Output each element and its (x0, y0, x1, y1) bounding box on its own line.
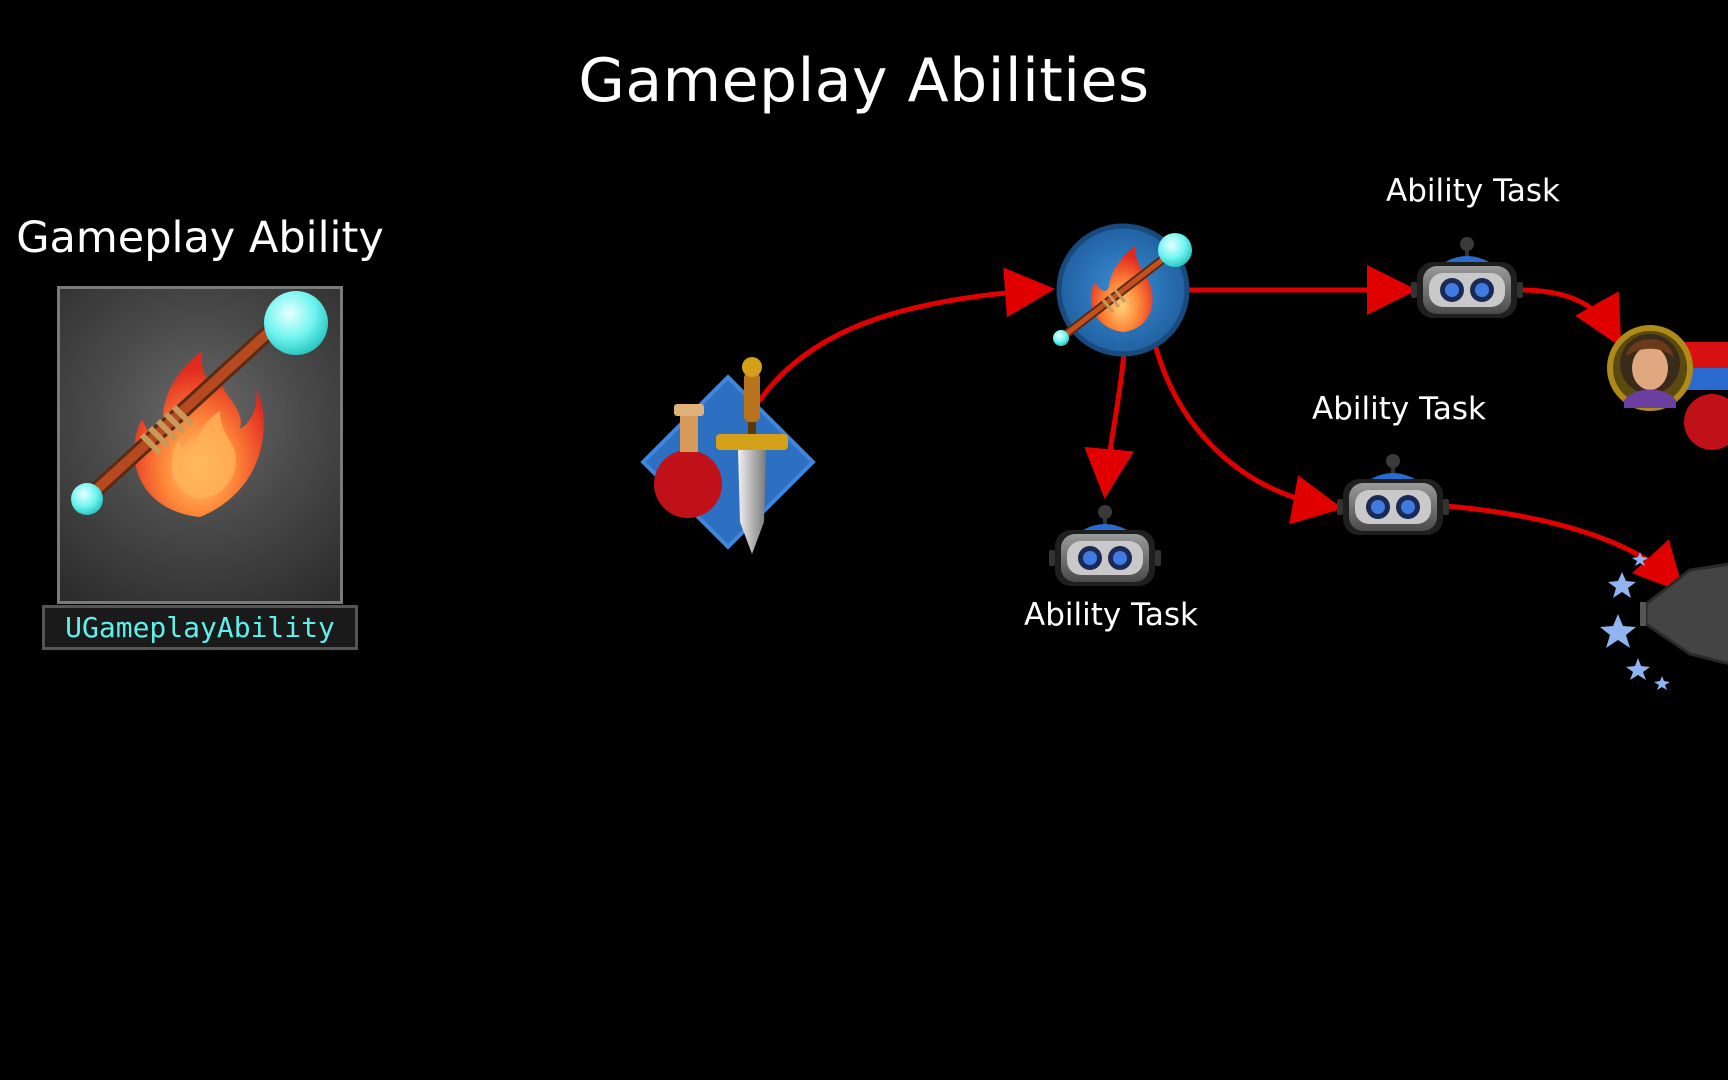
fire-staff-icon (71, 291, 328, 517)
megaphone-stars-icon (1600, 552, 1728, 690)
ability-heading: Gameplay Ability (16, 213, 384, 263)
potion-sword-icon (640, 357, 816, 554)
edge-ability-to-task-middle (1153, 345, 1343, 525)
task-label-bottom: Ability Task (1024, 597, 1198, 633)
page-title: Gameplay Abilities (578, 46, 1150, 116)
robot-icon (1409, 235, 1525, 320)
task-label-top: Ability Task (1386, 173, 1560, 209)
edge-character-to-ability (757, 267, 1055, 403)
class-name-label: UGameplayAbility (42, 605, 358, 650)
ability-card (57, 286, 343, 604)
fire-staff-icon (1053, 223, 1192, 357)
character-portrait-icon (1607, 325, 1728, 450)
edge-task-top-to-target (1517, 287, 1622, 348)
edge-ability-to-task-bottom (1084, 349, 1135, 499)
edge-task-middle-to-cue (1443, 503, 1685, 594)
robot-icon (1047, 503, 1163, 588)
task-label-middle: Ability Task (1312, 391, 1486, 427)
robot-icon (1335, 452, 1451, 537)
